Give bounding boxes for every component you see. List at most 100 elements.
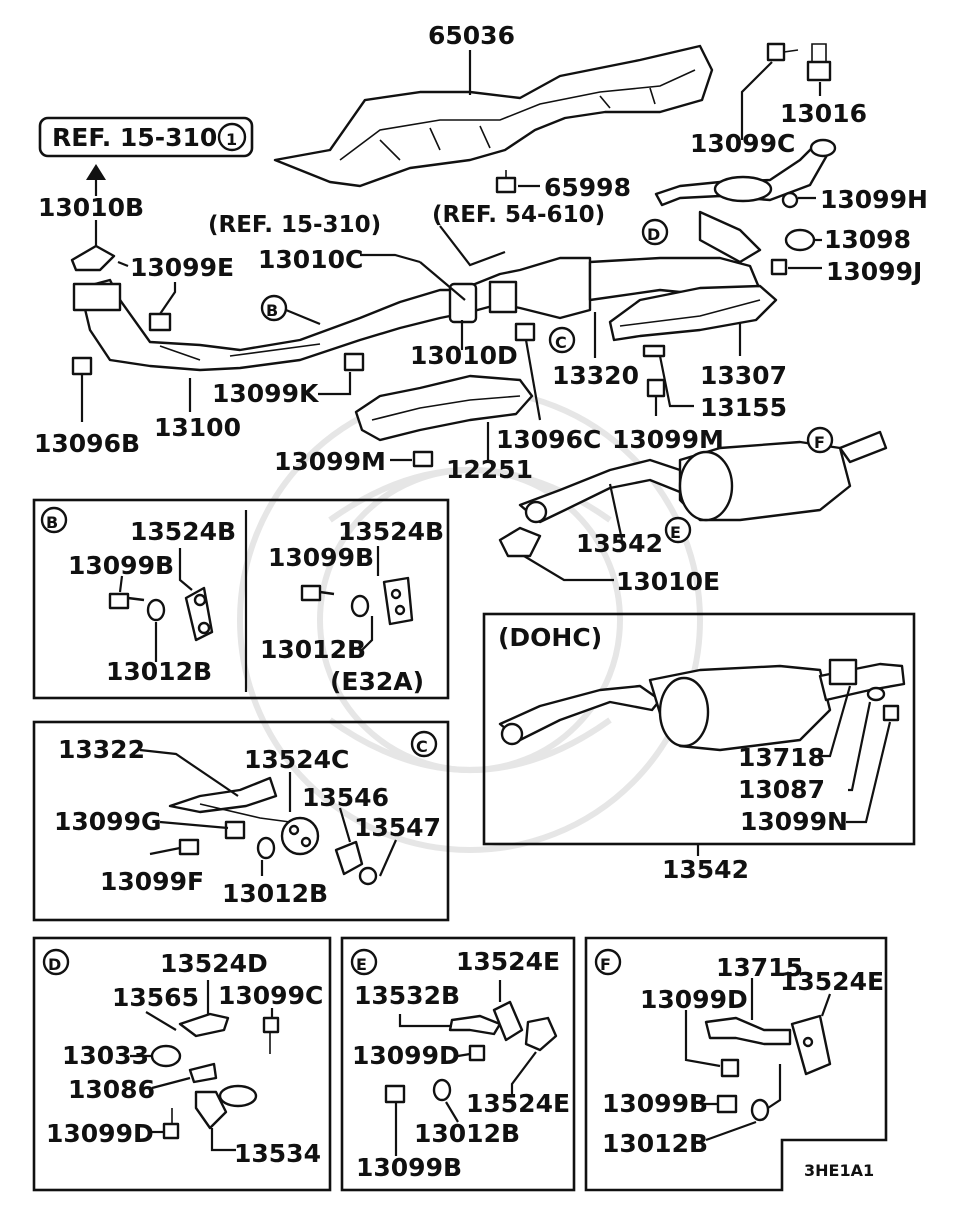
part-number-label: D [48, 955, 61, 974]
part-drawing-stroke [162, 1122, 180, 1140]
part-drawing-stroke [218, 1084, 258, 1108]
part-drawing-stroke [378, 839, 398, 877]
label-13010C: 13010C [258, 245, 363, 274]
bolt-13099M-upper-icon [646, 378, 666, 398]
part-number-label: 13546 [302, 783, 389, 812]
part-number-label: 13099C [218, 981, 323, 1010]
label-13010D: 13010D [410, 341, 518, 370]
part-number-label: 13099G [54, 807, 162, 836]
part-number-label: 13524C [244, 745, 349, 774]
part-drawing-stroke [820, 993, 832, 1017]
bolt-13099H-icon [781, 191, 799, 209]
part-number-label: 13524D [160, 949, 268, 978]
callout-D[interactable]: D [641, 218, 669, 246]
part-drawing-stroke [766, 42, 786, 62]
arrow-up-icon [86, 164, 106, 180]
part-number-label: 13099F [100, 867, 204, 896]
label-13099M-upper: 13099M [612, 425, 724, 454]
part-drawing-stroke [432, 1078, 452, 1102]
part-drawing-stroke [339, 69, 696, 161]
part-drawing-stroke [317, 467, 623, 773]
part-drawing-stroke [350, 594, 370, 618]
part-drawing-stroke [811, 43, 827, 62]
part-drawing-stroke [806, 60, 832, 82]
part-number-label: (DOHC) [498, 623, 602, 652]
part-drawing-stroke [445, 1101, 459, 1123]
part-drawing-stroke [71, 356, 93, 376]
part-drawing-stroke [70, 244, 116, 272]
part-drawing-stroke [118, 575, 124, 593]
part-drawing-stroke [178, 548, 193, 591]
part-drawing-stroke [72, 282, 122, 312]
callout-E[interactable]: E [664, 516, 692, 544]
part-drawing-stroke [300, 836, 312, 848]
clamp-13098-icon [784, 228, 816, 252]
heat-shield-13307 [608, 284, 778, 342]
callout-C[interactable]: C [548, 326, 576, 354]
bolt-icon [108, 592, 130, 610]
ref-box[interactable]: REF. 15-310 1 [38, 116, 254, 196]
part-number-label: 13012B [222, 879, 328, 908]
heat-shield-12251 [354, 374, 534, 442]
part-drawing-stroke [256, 836, 276, 860]
detail-panel-E: E 13524E 13532B 13099D 13524E 13099B 130… [340, 936, 576, 1192]
callout-B[interactable]: B [260, 294, 288, 322]
part-drawing-stroke [151, 1076, 191, 1090]
label-13096C: 13096C [496, 425, 601, 454]
part-drawing-stroke [594, 948, 622, 976]
part-drawing-stroke [178, 1012, 230, 1038]
part-number-label: 13099B [602, 1089, 708, 1118]
part-drawing-stroke [720, 1058, 740, 1078]
part-drawing-stroke [608, 284, 778, 342]
part-number-label: 13012B [106, 657, 212, 686]
part-drawing-stroke [664, 516, 692, 544]
part-number-label: C [555, 333, 567, 352]
gasket-13010B-icon [70, 244, 116, 272]
bolt-65998-icon [495, 170, 517, 194]
part-drawing-stroke [384, 1084, 406, 1104]
part-drawing-stroke [382, 576, 414, 626]
callout-F[interactable]: F [806, 426, 834, 454]
part-number-label: 13087 [738, 775, 825, 804]
part-number-label: 13524B [338, 517, 444, 546]
part-number-label: 13099B [268, 543, 374, 572]
part-drawing-stroke [658, 355, 694, 408]
label-13099J: 13099J [826, 257, 922, 286]
part-drawing-stroke [838, 430, 888, 464]
part-number-label: 13547 [354, 813, 441, 842]
bolt-13099K-icon [343, 352, 365, 372]
part-number-label: 1 [226, 130, 237, 149]
part-number-label: C [416, 737, 428, 756]
part-drawing-stroke [32, 720, 450, 922]
part-number-label: 13033 [62, 1041, 149, 1070]
part-drawing-stroke [338, 807, 352, 843]
label-13098: 13098 [824, 225, 911, 254]
part-drawing-stroke [740, 61, 773, 140]
part-drawing-stroke [193, 593, 207, 607]
part-number-label: 13099D [352, 1041, 460, 1070]
part-number-label: F [814, 433, 825, 452]
collar-icon [146, 598, 166, 622]
part-drawing-stroke [882, 704, 900, 722]
part-drawing-stroke [412, 450, 434, 468]
part-drawing-stroke [38, 116, 254, 158]
part-drawing-stroke [262, 1016, 280, 1034]
label-12251: 12251 [446, 455, 533, 484]
part-drawing-stroke [846, 721, 892, 824]
part-drawing-stroke [510, 1051, 537, 1096]
part-drawing-stroke [371, 395, 521, 421]
label-13100: 13100 [154, 413, 241, 442]
label-13010B: 13010B [38, 193, 144, 222]
label-13542: 13542 [576, 529, 663, 558]
part-number-label: 13012B [602, 1129, 708, 1158]
part-number-label: (E32A) [330, 667, 424, 696]
part-drawing-stroke [197, 621, 211, 635]
part-drawing-stroke [358, 866, 378, 886]
gasket-13010E-icon [498, 526, 542, 558]
part-drawing-stroke [642, 344, 666, 358]
part-drawing-stroke [285, 308, 321, 326]
part-drawing-stroke [524, 500, 548, 524]
part-number-label: 13715 [716, 953, 803, 982]
